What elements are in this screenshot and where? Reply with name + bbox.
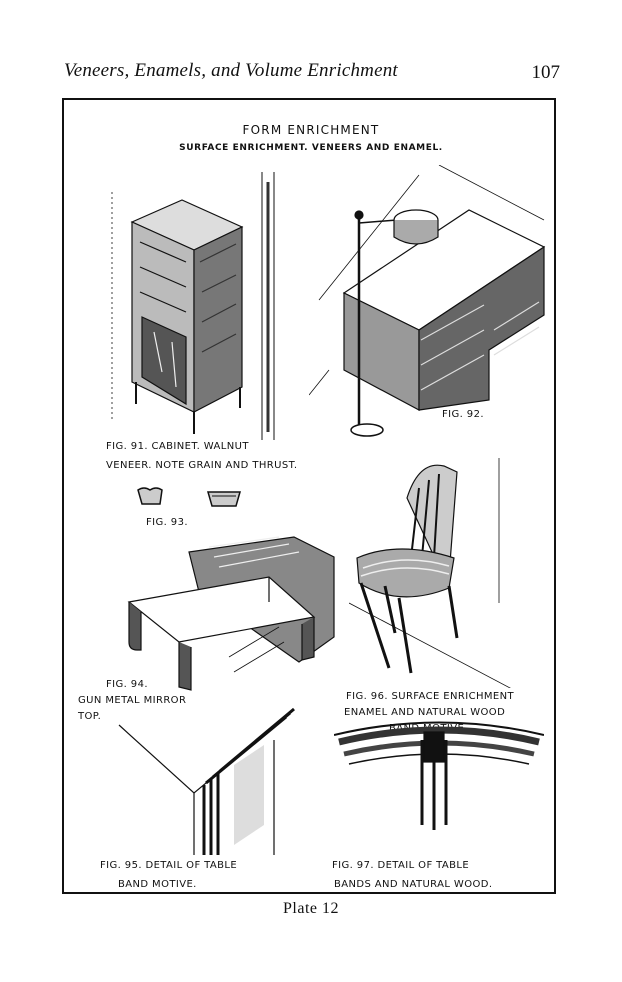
fig94-caption-line2: Gun metal mirror <box>78 695 187 706</box>
fig93-profiles-drawing <box>137 487 241 507</box>
fig94-table-drawing <box>127 536 335 691</box>
plate-subtitle: Surface enrichment. Veneers and enamel. <box>179 143 443 153</box>
fig95-table-detail-drawing <box>118 707 295 855</box>
fig94-caption-line1: Fig. 94. <box>106 679 148 690</box>
fig96-caption-line2: Enamel and natural wood <box>344 707 506 718</box>
fig96-chair-drawing <box>349 458 511 688</box>
fig92-caption: Fig. 92. <box>442 409 484 420</box>
plate-title: Form Enrichment <box>242 123 380 137</box>
fig95-caption-line2: band motive. <box>118 879 197 890</box>
fig92-desk-drawing <box>309 165 546 437</box>
fig95-caption-line1: Fig. 95. Detail of table <box>100 860 238 871</box>
fig97-caption-line1: Fig. 97. Detail of table <box>332 860 470 871</box>
page-number: 107 <box>531 62 561 83</box>
fig97-caption-line2: bands and natural wood. <box>334 879 493 890</box>
plate-frame: Form Enrichment Surface enrichment. Vene… <box>62 98 556 894</box>
fig93-caption: Fig. 93. <box>146 517 188 528</box>
fig94-caption-line3: top. <box>78 711 102 722</box>
fig91-cabinet-drawing <box>111 172 275 440</box>
fig96-caption-line1: Fig. 96. Surface enrichment <box>346 691 515 702</box>
running-head: Veneers, Enamels, and Volume Enrichment <box>64 60 398 81</box>
fig97-bands-detail-drawing <box>334 721 544 830</box>
plate-caption: Plate 12 <box>283 900 339 917</box>
fig91-caption-line1: Fig. 91. Cabinet. Walnut <box>106 441 249 452</box>
fig91-caption-line2: Veneer. Note grain and thrust. <box>106 460 298 471</box>
